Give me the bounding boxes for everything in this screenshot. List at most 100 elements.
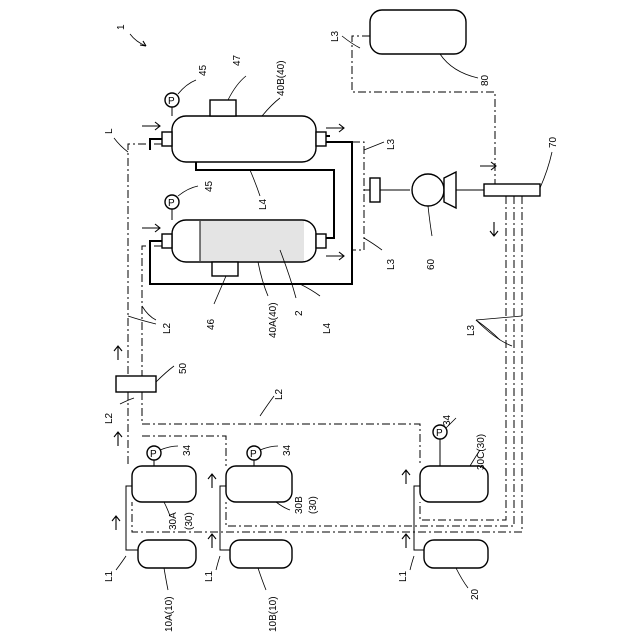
label-34-a: 34 [182,444,193,456]
label-70: 70 [548,136,559,148]
label-34-c: 34 [442,414,453,426]
flow-arrow-70-up [480,162,496,170]
label-50: 50 [178,362,189,374]
flow-arrow-L1-c [402,534,410,548]
label-20: 20 [470,588,481,600]
leader-L1-c [410,556,414,570]
vessel-40A-left-nozzle [162,234,172,248]
pump-60 [412,174,444,206]
leader-45-lower [178,186,198,196]
flow-arrow-40B-in [142,122,160,130]
leader-L3-upper [364,142,384,150]
label-L2-upper: L2 [162,322,173,334]
leader-34-a [160,446,178,450]
vessel-40B-left-nozzle [162,132,172,146]
pump-60-outlet [444,172,456,208]
label-30B: 30B [294,496,305,514]
flow-arrow-40B-out [326,124,344,132]
label-L3-top: L3 [330,30,341,42]
label-40B: 40B(40) [276,60,287,96]
flow-arrow-L2-up-2 [114,432,122,446]
label-40A: 40A(40) [268,302,279,338]
vessel-40A-right-nozzle [316,234,326,248]
label-30A: 30A [168,512,179,530]
label-L3-lower: L3 [386,258,397,270]
label-60: 60 [426,258,437,270]
label-80: 80 [480,74,491,86]
label-L2-mid: L2 [274,388,285,400]
leader-L3-top [342,36,360,48]
leader-10B [258,568,266,590]
valve-50 [116,376,156,392]
label-30A-sub: (30) [184,512,195,530]
leader-40A [258,262,268,296]
vessel-40B [172,116,316,162]
label-10B: 10B(10) [268,596,279,632]
label-45-lower: 45 [204,180,215,192]
leader-60 [428,206,432,236]
leader-L1-a [116,556,126,570]
label-L: L [104,128,115,134]
leader-47 [228,76,246,100]
leader-L4-inner [250,170,260,196]
component-46 [212,262,238,276]
label-30B-sub: (30) [308,496,319,514]
leader-46 [214,276,226,304]
label-L2-left: L2 [104,412,115,424]
flow-arrow-L1-b [208,534,216,548]
leader-20 [456,568,468,588]
flow-arrow-40A-in [142,224,160,232]
line-L2-main-left [128,144,162,376]
leader-L2-upper [142,306,156,320]
leader-L2-left [120,398,134,404]
label-L1-b: L1 [204,570,215,582]
leader-L [114,138,128,152]
label-45-top: 45 [198,64,209,76]
tank-10A [138,540,196,568]
leader-45-top [178,80,196,94]
label-L4-inner: L4 [258,198,269,210]
leader-1 [130,34,146,46]
label-L3-upper: L3 [386,138,397,150]
label-1: 1 [116,24,127,30]
leader-L2-mid [260,396,274,416]
label-30C: 30C(30) [476,434,487,470]
separator-70 [484,184,540,196]
tank-80 [370,10,466,54]
tank-30A [132,466,196,502]
label-L4-outer: L4 [322,322,333,334]
adsorbent-2 [200,221,304,261]
leader-L1-b [216,556,220,570]
gauge-45-lower-symbol: P [168,198,175,209]
flow-arrow-L1-c2 [402,470,410,484]
tank-10B [230,540,292,568]
tank-30C [420,466,488,502]
leader-L4-outer [300,284,320,296]
leader-80 [440,54,478,78]
label-47: 47 [232,54,243,66]
flow-arrow-L2-up-1 [114,346,122,360]
leader-L3-lower [364,238,382,250]
line-L3-vessel-collector [352,142,364,250]
leader-50 [156,366,174,382]
label-L3-right: L3 [466,324,477,336]
tank-30B [226,466,292,502]
flow-arrow-70-down [490,222,498,236]
leader-40B [262,98,280,116]
leader-10A [164,568,168,590]
line-L3-to-80 [352,36,495,186]
tank-20 [424,540,488,568]
leader-70 [540,152,552,188]
gauge-34-c-symbol: P [436,428,443,439]
gauge-34-a-symbol: P [150,449,157,460]
flow-arrow-L1-b2 [208,474,216,488]
gauge-45-top-symbol: P [168,96,175,107]
gauge-34-b-symbol: P [250,449,257,460]
leader-L3-right-c [476,316,522,320]
label-10A: 10A(10) [164,596,175,632]
valve-L3 [370,178,380,202]
leader-30B [276,502,290,510]
label-2: 2 [294,310,305,316]
component-47 [210,100,236,116]
